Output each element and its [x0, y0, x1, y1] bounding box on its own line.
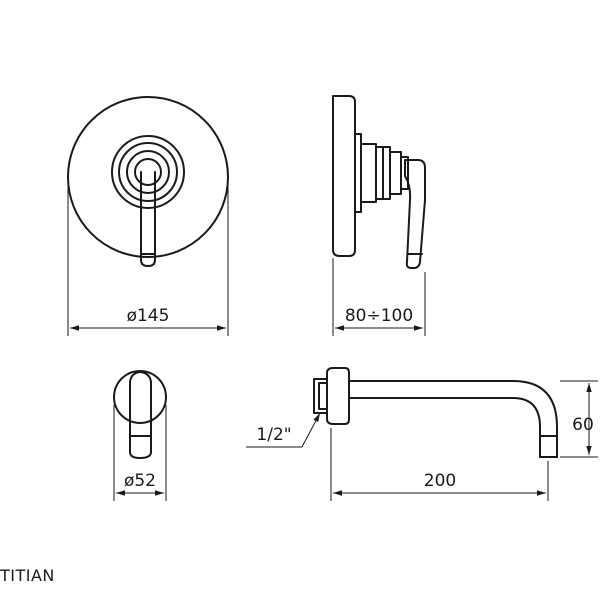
handle-hub — [134, 158, 162, 186]
spindle — [400, 156, 409, 190]
thread-size-label: 1/2" — [256, 425, 291, 445]
cartridge-ring — [389, 151, 402, 195]
dimension-thread-size: 1/2" — [246, 412, 321, 448]
plate-diameter-label: ø145 — [127, 306, 170, 326]
dimension-depth-range: 80÷100 — [332, 258, 426, 336]
mixer-front-view — [67, 96, 229, 267]
spout-outlet — [129, 371, 152, 459]
spout-top-edge — [348, 380, 558, 458]
depth-range-label: 80÷100 — [345, 306, 413, 326]
spout-rosette — [113, 370, 167, 424]
dimension-spout-rosette: ø52 — [113, 405, 167, 501]
lever-handle — [140, 171, 156, 267]
mixer-side-view — [332, 95, 426, 269]
cover-plate-outline — [67, 96, 229, 258]
spout-height-label: 60 — [572, 415, 594, 435]
spout-side-view — [313, 367, 558, 458]
spout-rosette-diameter-label: ø52 — [124, 471, 156, 491]
spout-rosette-profile — [326, 367, 350, 425]
cartridge-body — [360, 143, 377, 203]
handle-base-ring-mid — [118, 142, 178, 202]
spout-length-label: 200 — [424, 471, 456, 491]
handle-base-ring-inner — [126, 150, 170, 194]
brand-name: TITIAN — [0, 566, 55, 585]
thread-inner — [318, 382, 328, 410]
handle-base-ring-outer — [111, 135, 185, 209]
dimension-spout-height: 60 — [560, 380, 598, 458]
lever-handle-profile — [404, 159, 426, 269]
spout-front-view — [113, 370, 167, 459]
thread-connector — [313, 378, 328, 414]
spout-bottom-edge — [348, 397, 541, 458]
cover-plate-profile — [332, 95, 356, 257]
dimension-spout-length: 200 — [330, 428, 549, 501]
dimension-plate-diameter: ø145 — [67, 185, 229, 336]
